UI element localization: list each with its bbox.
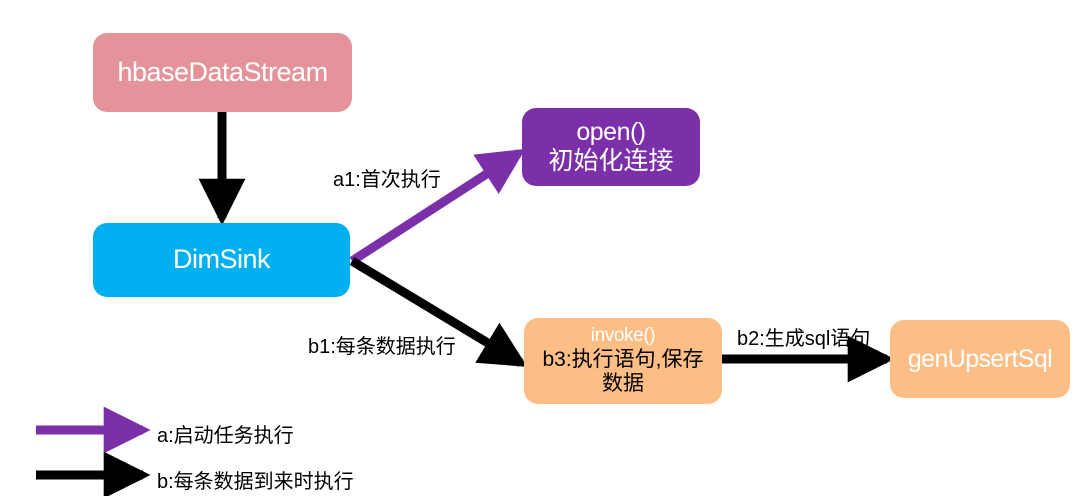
node-hbase-data-stream-label: hbaseDataStream xyxy=(117,56,328,87)
edge-label-dimsink-to-invoke: b1:每条数据执行 xyxy=(308,336,456,358)
node-dim-sink[interactable]: DimSink xyxy=(93,223,350,297)
node-invoke-title: invoke() xyxy=(590,324,656,346)
edge-label-invoke-to-gen: b2:生成sql语句 xyxy=(737,328,871,350)
node-gen-upsert-sql-label: genUpsertSql xyxy=(907,344,1053,373)
edge-label-dimsink-to-open: a1:首次执行 xyxy=(333,169,441,191)
edge-dimsink-to-invoke xyxy=(349,257,528,367)
node-open-subtitle: 初始化连接 xyxy=(548,147,674,175)
node-invoke-subtitle: b3:执行语句,保存数据 xyxy=(542,347,704,396)
legend-label-startup: a:启动任务执行 xyxy=(157,425,294,447)
legend-label-per-record: b:每条数据到来时执行 xyxy=(157,471,354,493)
node-invoke[interactable]: invoke() b3:执行语句,保存数据 xyxy=(524,318,722,404)
node-gen-upsert-sql[interactable]: genUpsertSql xyxy=(890,320,1070,398)
edge-dimsink-to-open xyxy=(349,148,526,265)
node-open-title: open() xyxy=(576,118,646,147)
node-open[interactable]: open() 初始化连接 xyxy=(522,108,700,186)
node-dim-sink-label: DimSink xyxy=(172,244,271,275)
node-hbase-data-stream[interactable]: hbaseDataStream xyxy=(93,33,352,112)
